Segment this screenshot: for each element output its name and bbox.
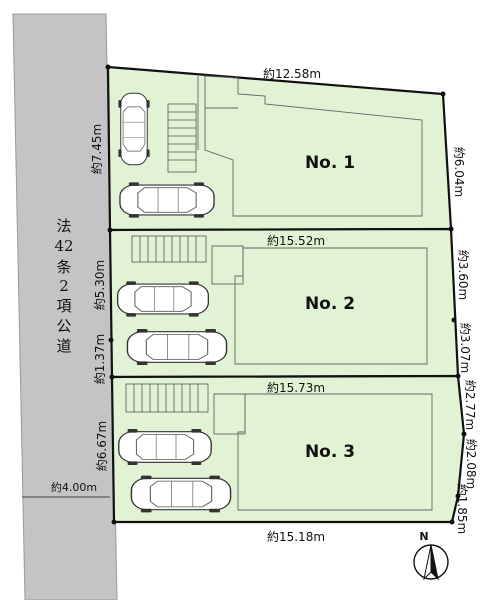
road-label-char: 道 (56, 337, 71, 355)
road-label: 法 42 条 2 項 公 道 (54, 217, 73, 355)
dim-lot2-right-upper: 約3.60m (456, 250, 471, 300)
stairs-lot-2 (131, 235, 207, 263)
car-icon (126, 328, 228, 366)
car-icon (118, 428, 212, 466)
road-label-char: 条 (56, 258, 71, 276)
building-outline-lot-2 (211, 245, 428, 365)
dim-bottom: 約15.18m (267, 529, 325, 544)
lot-1-label: No. 1 (305, 153, 355, 173)
stairs-lot-3 (125, 383, 209, 413)
dim-lot3-right-1: 約2.77m (463, 380, 478, 430)
north-arrow-label: N (419, 530, 428, 543)
boundary-points (105, 64, 467, 525)
car-icon (119, 181, 215, 219)
stairs-lot-1 (167, 103, 197, 173)
road-width-label: 約4.00m (51, 480, 97, 494)
road-label-char: 項 (56, 297, 71, 315)
building-outline-lot-3 (213, 393, 433, 511)
dim-lot2-top: 約15.52m (267, 233, 325, 248)
dim-top: 約12.58m (263, 66, 321, 81)
dim-lot3-left-upper: 約1.37m (92, 334, 107, 384)
dim-lot2-left: 約5.30m (92, 260, 107, 310)
dim-lot2-right-lower: 約3.07m (458, 323, 473, 373)
road-label-char: 法 (56, 217, 71, 235)
car-icon (130, 474, 232, 514)
lot-3-label: No. 3 (305, 442, 355, 462)
car-icon (117, 92, 151, 166)
dim-lot3-left: 約6.67m (94, 421, 109, 471)
dim-lot3-top: 約15.73m (267, 380, 325, 395)
dim-lot1-right: 約6.04m (452, 147, 467, 197)
road-label-char: 公 (56, 317, 71, 335)
road-label-char: 42 (54, 237, 73, 255)
lot-2-label: No. 2 (305, 294, 355, 314)
public-road (12, 13, 118, 600)
car-icon (116, 280, 210, 318)
north-arrow-icon (413, 544, 449, 581)
dim-lot1-left: 約7.45m (89, 124, 104, 174)
road-label-char: 2 (59, 277, 69, 295)
dim-lot3-right-2: 約2.08m (464, 439, 479, 489)
building-outline-lot-1 (197, 75, 423, 217)
dim-lot3-right-3: 約1.85m (455, 484, 470, 534)
